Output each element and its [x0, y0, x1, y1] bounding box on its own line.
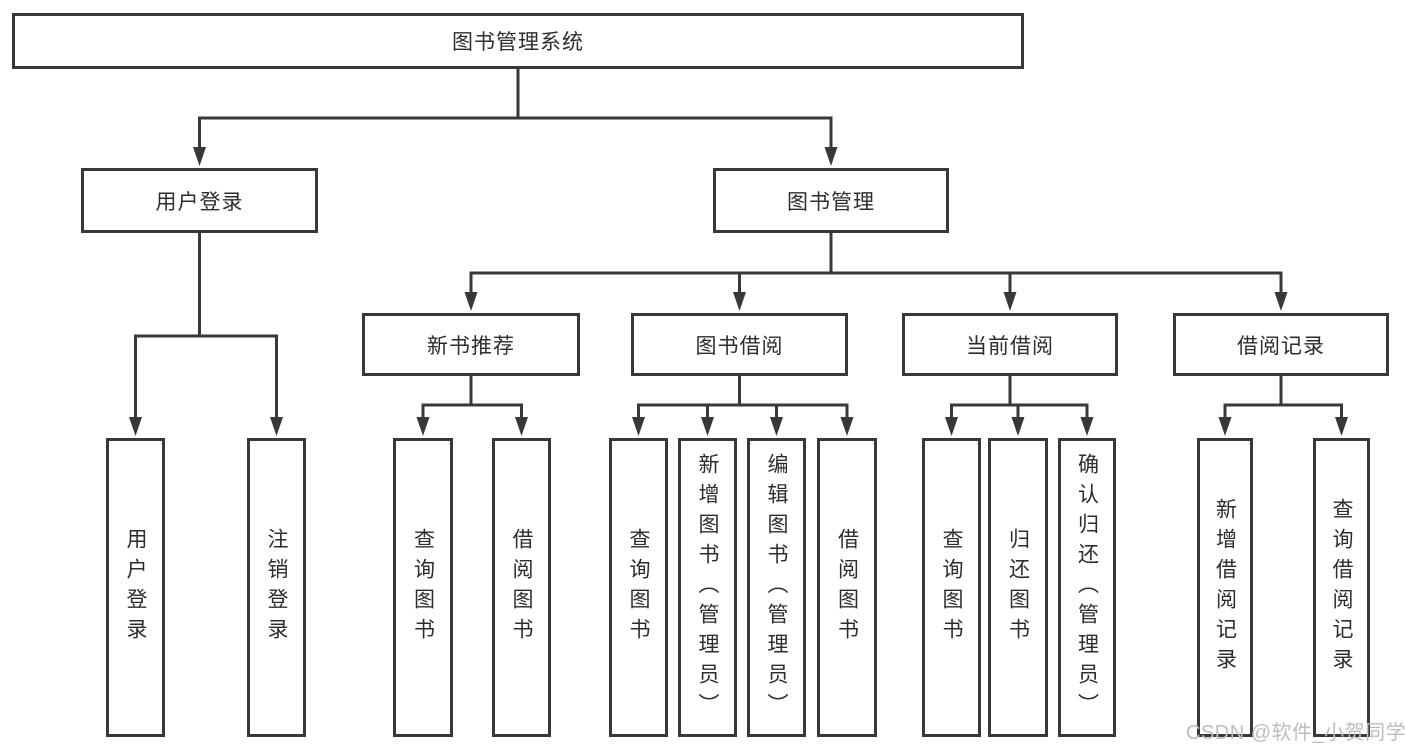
- leaf-edit-book-admin: 编辑图书（管理员）: [747, 438, 806, 737]
- csdn-watermark: CSDN @软件_小贺同学: [1186, 722, 1405, 744]
- node-current-borrowing: 当前借阅: [902, 313, 1118, 376]
- node-library-management-system: 图书管理系统: [12, 13, 1024, 69]
- leaf-logout: 注销登录: [247, 438, 306, 737]
- leaf-add-borrow-record: 新增借阅记录: [1197, 438, 1253, 737]
- node-book-management: 图书管理: [713, 168, 949, 233]
- leaf-return-books: 归还图书: [988, 438, 1048, 737]
- leaf-add-book-admin: 新增图书（管理员）: [678, 438, 737, 737]
- node-borrowing-records: 借阅记录: [1173, 313, 1389, 376]
- leaf-query-borrow-record: 查询借阅记录: [1313, 438, 1370, 737]
- node-book-borrowing: 图书借阅: [631, 313, 848, 376]
- leaf-query-books-recommend: 查询图书: [393, 438, 453, 737]
- leaf-confirm-return-admin: 确认归还（管理员）: [1058, 438, 1116, 737]
- node-new-book-recommendation: 新书推荐: [362, 313, 580, 376]
- leaf-borrow-books-recommend: 借阅图书: [492, 438, 551, 737]
- node-user-login: 用户登录: [81, 168, 318, 233]
- leaf-borrow-books: 借阅图书: [817, 438, 877, 737]
- leaf-user-login: 用户登录: [106, 438, 165, 737]
- leaf-query-books-borrow: 查询图书: [609, 438, 668, 737]
- leaf-query-books-current: 查询图书: [922, 438, 981, 737]
